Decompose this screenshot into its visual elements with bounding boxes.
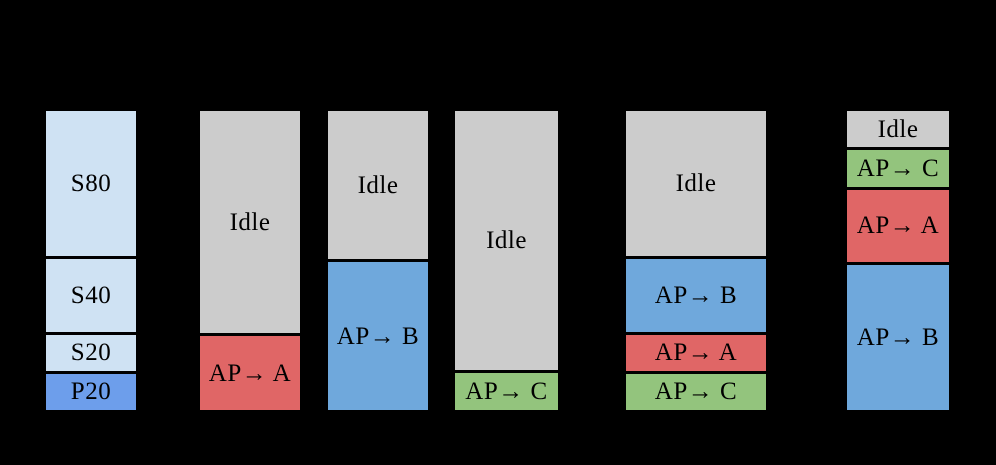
segment-label: Idle: [675, 170, 717, 197]
segment-label: AP→ B: [654, 281, 738, 309]
segment-label: AP→ B: [856, 324, 940, 351]
segment-label: Idle: [357, 171, 399, 199]
segment-channel-layout-0: S80: [46, 111, 136, 256]
segment-label: Idle: [486, 227, 527, 254]
segment-label: AP→ C: [654, 378, 738, 406]
segment-label: AP→ A: [856, 212, 940, 240]
segment-airtime-combined-packed-3: AP→ B: [847, 262, 949, 410]
segment-label: S40: [70, 281, 112, 309]
segment-airtime-a-1: AP→ A: [200, 333, 300, 410]
segment-label: AP→ A: [654, 339, 738, 367]
segment-airtime-c-1: AP→ C: [455, 370, 558, 410]
segment-airtime-combined-packed-2: AP→ A: [847, 186, 949, 262]
segment-airtime-c-0: Idle: [455, 111, 558, 370]
segment-airtime-b-0: Idle: [328, 111, 428, 259]
segment-label: AP→ B: [336, 322, 420, 350]
segment-label: AP→ C: [856, 154, 940, 182]
segment-airtime-combined-packed-1: AP→ C: [847, 147, 949, 187]
segment-channel-layout-1: S40: [46, 256, 136, 332]
segment-airtime-b-1: AP→ B: [328, 259, 428, 410]
segment-airtime-combined-idle-top-3: AP→ C: [626, 370, 766, 410]
segment-label: AP→ C: [465, 378, 548, 405]
segment-label: S20: [70, 339, 112, 367]
segment-airtime-combined-idle-top-0: Idle: [626, 111, 766, 256]
segment-airtime-combined-idle-top-1: AP→ B: [626, 256, 766, 332]
segment-label: Idle: [877, 115, 919, 143]
segment-airtime-a-0: Idle: [200, 111, 300, 333]
segment-airtime-combined-idle-top-2: AP→ A: [626, 331, 766, 371]
segment-label: AP→ A: [208, 359, 292, 387]
segment-channel-layout-2: S20: [46, 331, 136, 371]
segment-airtime-combined-packed-0: Idle: [847, 111, 949, 148]
segment-label: P20: [70, 378, 112, 406]
segment-label: Idle: [229, 208, 271, 236]
segment-label: S80: [70, 170, 112, 197]
segment-channel-layout-3: P20: [46, 370, 136, 410]
